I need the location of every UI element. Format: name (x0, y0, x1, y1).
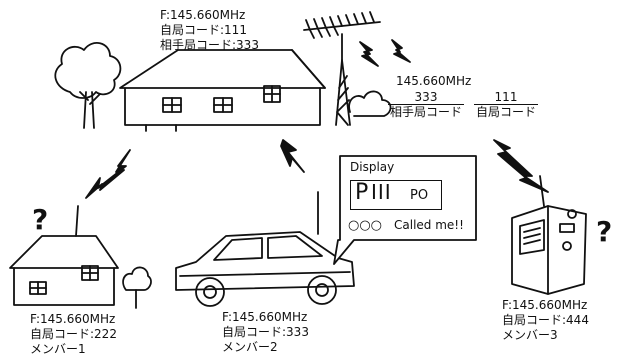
shrub-icon (349, 91, 390, 116)
base-frequency: F:145.660MHz (160, 8, 245, 22)
partner-code-label: 相手局コード (390, 105, 462, 119)
partner-code-fraction: 333 相手局コード (388, 90, 464, 119)
tree-icon (55, 43, 120, 128)
display-code-bars: III (371, 180, 392, 204)
signal-bolt-icon (494, 140, 548, 192)
antenna-tower-icon (304, 12, 380, 125)
own-code-value: 111 (474, 90, 538, 105)
signal-bolt-icon (86, 150, 130, 198)
signal-bolt-icon (360, 40, 410, 66)
base-station-house-icon (120, 50, 325, 131)
tree-icon (123, 267, 151, 308)
member2-name: メンバー2 (222, 340, 278, 354)
member3-name: メンバー3 (502, 328, 558, 342)
transmission-frequency: 145.660MHz (396, 74, 471, 88)
display-called-message: Called me!! (394, 218, 464, 232)
display-indicator-circles: ○○○ (348, 218, 382, 233)
walkie-talkie-icon (512, 176, 586, 294)
member2-code: 自局コード:333 (222, 325, 309, 339)
question-mark-member1: ? (32, 206, 48, 234)
member1-code: 自局コード:222 (30, 327, 117, 341)
member1-name: メンバー1 (30, 342, 86, 356)
question-mark-member3: ? (596, 218, 612, 246)
car-icon (176, 192, 354, 306)
display-title: Display (350, 160, 394, 174)
own-code-fraction: 111 自局コード (474, 90, 538, 119)
member3-frequency: F:145.660MHz (502, 298, 587, 312)
member3-code: 自局コード:444 (502, 313, 589, 327)
display-code: P (355, 180, 369, 205)
member2-frequency: F:145.660MHz (222, 310, 307, 324)
member-house-icon (10, 206, 118, 305)
partner-code-value: 333 (388, 90, 464, 105)
member1-frequency: F:145.660MHz (30, 312, 115, 326)
base-own-code: 自局コード:111 (160, 23, 247, 37)
base-partner-code: 相手局コード:333 (160, 38, 259, 52)
signal-bolt-icon (281, 140, 304, 172)
display-suffix: PO (410, 188, 428, 203)
own-code-label: 自局コード (476, 105, 536, 119)
